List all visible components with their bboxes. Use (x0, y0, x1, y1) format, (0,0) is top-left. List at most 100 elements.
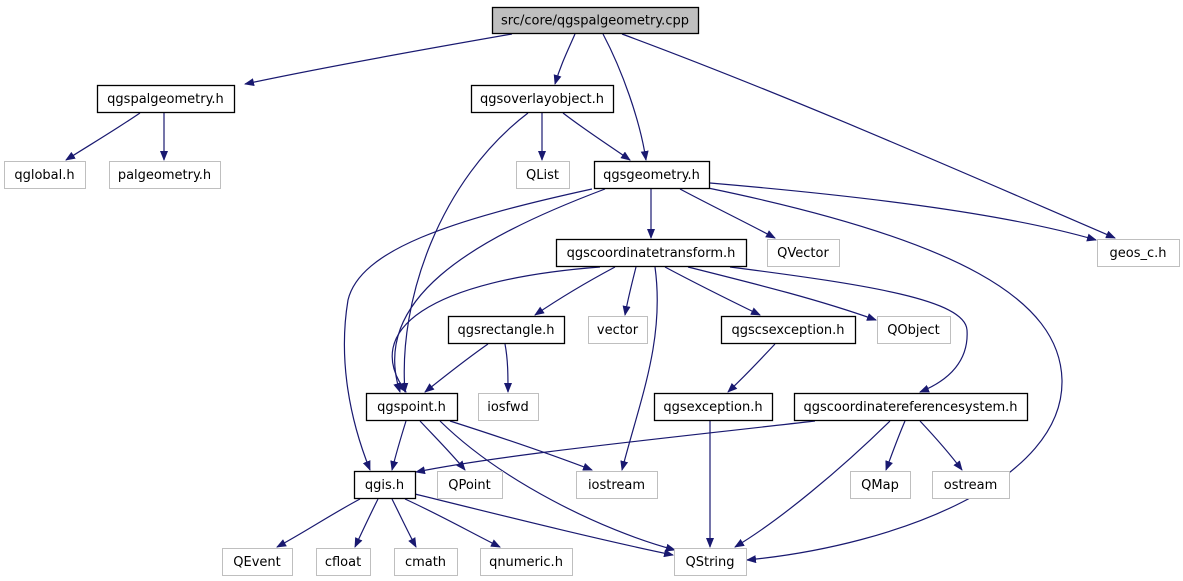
node-ostream: ostream (932, 471, 1010, 499)
node-qgsexception_h[interactable]: qgsexception.h (653, 392, 774, 422)
node-box (447, 315, 566, 345)
node-vector: vector (588, 316, 648, 344)
node-label: QMap (861, 478, 899, 493)
node-label: qgspoint.h (377, 400, 446, 415)
node-qgsgeometry_h[interactable]: qgsgeometry.h (593, 160, 711, 190)
edge-qgsoverlayobject_h-to-qgsgeometry_h (562, 112, 631, 161)
node-box (877, 316, 951, 344)
node-box (437, 471, 503, 499)
node-box (365, 392, 459, 422)
edge-qgsgeometry_h-to-QVector (679, 188, 776, 239)
node-palgeometry_h: palgeometry.h (109, 161, 221, 189)
edge-qgscoordinatetransform_h-to-iostream (620, 266, 658, 471)
node-label: qgscsexception.h (731, 323, 844, 338)
node-box (793, 392, 1029, 422)
node-box (491, 6, 700, 35)
node-qgscoordinatereferencesystem_h[interactable]: qgscoordinatereferencesystem.h (793, 392, 1029, 422)
node-box (4, 161, 86, 189)
node-qgis_h[interactable]: qgis.h (353, 470, 417, 500)
edge-qgsgeometry_h-to-qgspoint_h (393, 188, 606, 393)
edge-root-to-qgsgeometry_h (602, 33, 649, 161)
node-label: qgspalgeometry.h (107, 92, 224, 107)
node-box (394, 548, 458, 576)
node-box (1097, 239, 1180, 267)
node-cmath: cmath (394, 548, 458, 576)
edge-qgscoordinatetransform_h-to-qgspoint_h (391, 266, 601, 393)
node-box (593, 160, 711, 190)
node-box (480, 548, 573, 576)
node-box (588, 316, 648, 344)
node-iostream: iostream (576, 471, 658, 499)
node-iosfwd: iosfwd (478, 393, 539, 421)
node-box (516, 161, 570, 189)
node-box (470, 84, 615, 114)
node-label: src/core/qgspalgeometry.cpp (501, 14, 689, 29)
node-label: qglobal.h (14, 168, 74, 183)
node-label: qgscoordinatereferencesystem.h (803, 400, 1017, 415)
node-label: qgsgeometry.h (603, 168, 700, 183)
edge-qgsrectangle_h-to-iosfwd (503, 343, 512, 393)
edge-qgscoordinatereferencesystem_h-to-ostream (919, 420, 963, 471)
node-label: cfloat (325, 555, 361, 570)
node-label: qgscoordinatetransform.h (567, 246, 736, 261)
edge-qgis_h-to-qnumeric_h (404, 498, 501, 548)
node-label: qgsexception.h (663, 400, 762, 415)
node-qgspoint_h[interactable]: qgspoint.h (365, 392, 459, 422)
node-label: ostream (944, 478, 998, 493)
edge-qgsoverlayobject_h-to-qgspoint_h (400, 112, 529, 393)
node-label: palgeometry.h (118, 168, 211, 183)
edge-qgsgeometry_h-to-geos_c_h (709, 182, 1097, 242)
node-box (353, 470, 417, 500)
edge-qgspoint_h-to-QString (439, 420, 676, 552)
node-QString: QString (674, 548, 747, 576)
node-QVector: QVector (767, 239, 840, 267)
node-label: qgsrectangle.h (457, 323, 554, 338)
node-box (720, 315, 857, 345)
node-box (576, 471, 658, 499)
node-qgsrectangle_h[interactable]: qgsrectangle.h (447, 315, 566, 345)
edge-qgis_h-to-cfloat (354, 498, 379, 548)
edge-qgscoordinatetransform_h-to-qgsrectangle_h (534, 266, 616, 316)
edge-qgscoordinatereferencesystem_h-to-qgis_h (415, 420, 816, 475)
edge-qgscoordinatetransform_h-to-qgscsexception_h (664, 266, 761, 316)
node-qgscoordinatetransform_h[interactable]: qgscoordinatetransform.h (555, 238, 748, 268)
edge-root-to-qgsoverlayobject_h (553, 33, 576, 85)
node-label: cmath (405, 555, 446, 570)
node-root[interactable]: src/core/qgspalgeometry.cpp (491, 6, 700, 35)
edge-qgscoordinatetransform_h-to-vector (622, 266, 637, 316)
node-label: qgis.h (365, 478, 404, 493)
node-label: QEvent (233, 555, 280, 570)
edge-qgis_h-to-QString (414, 493, 674, 558)
edge-qgsrectangle_h-to-qgspoint_h (424, 343, 489, 393)
node-qnumeric_h: qnumeric.h (480, 548, 573, 576)
node-QEvent: QEvent (222, 548, 293, 576)
node-box (932, 471, 1010, 499)
node-qgsoverlayobject_h[interactable]: qgsoverlayobject.h (470, 84, 615, 114)
node-label: iostream (588, 478, 645, 493)
edge-qgsgeometry_h-to-QString (707, 187, 1063, 564)
edge-qgscsexception_h-to-qgsexception_h (727, 343, 776, 393)
node-QMap: QMap (850, 471, 911, 499)
node-qgspalgeometry_h[interactable]: qgspalgeometry.h (96, 84, 236, 114)
edge-qgspalgeometry_h-to-qglobal_h (65, 112, 141, 161)
node-label: QObject (887, 323, 940, 338)
edge-qgscoordinatetransform_h-to-qgscoordinatereferencesystem_h (729, 266, 968, 393)
node-geos_c_h: geos_c.h (1097, 239, 1180, 267)
node-qgscsexception_h[interactable]: qgscsexception.h (720, 315, 857, 345)
edge-root-to-geos_c_h (621, 33, 1116, 239)
node-box (850, 471, 911, 499)
node-qglobal_h: qglobal.h (4, 161, 86, 189)
node-label: geos_c.h (1110, 246, 1167, 261)
node-cfloat: cfloat (316, 548, 371, 576)
node-box (767, 239, 840, 267)
node-label: vector (597, 323, 639, 338)
node-QPoint: QPoint (437, 471, 503, 499)
node-box (96, 84, 236, 114)
edge-qgsgeometry_h-to-qgis_h (343, 188, 593, 471)
edge-qgscoordinatereferencesystem_h-to-QMap (885, 420, 906, 471)
node-box (478, 393, 539, 421)
nodes-layer: src/core/qgspalgeometry.cpp qgspalgeometr… (4, 6, 1180, 576)
edge-qgspoint_h-to-QPoint (419, 420, 466, 471)
node-box (653, 392, 774, 422)
node-box (316, 548, 371, 576)
